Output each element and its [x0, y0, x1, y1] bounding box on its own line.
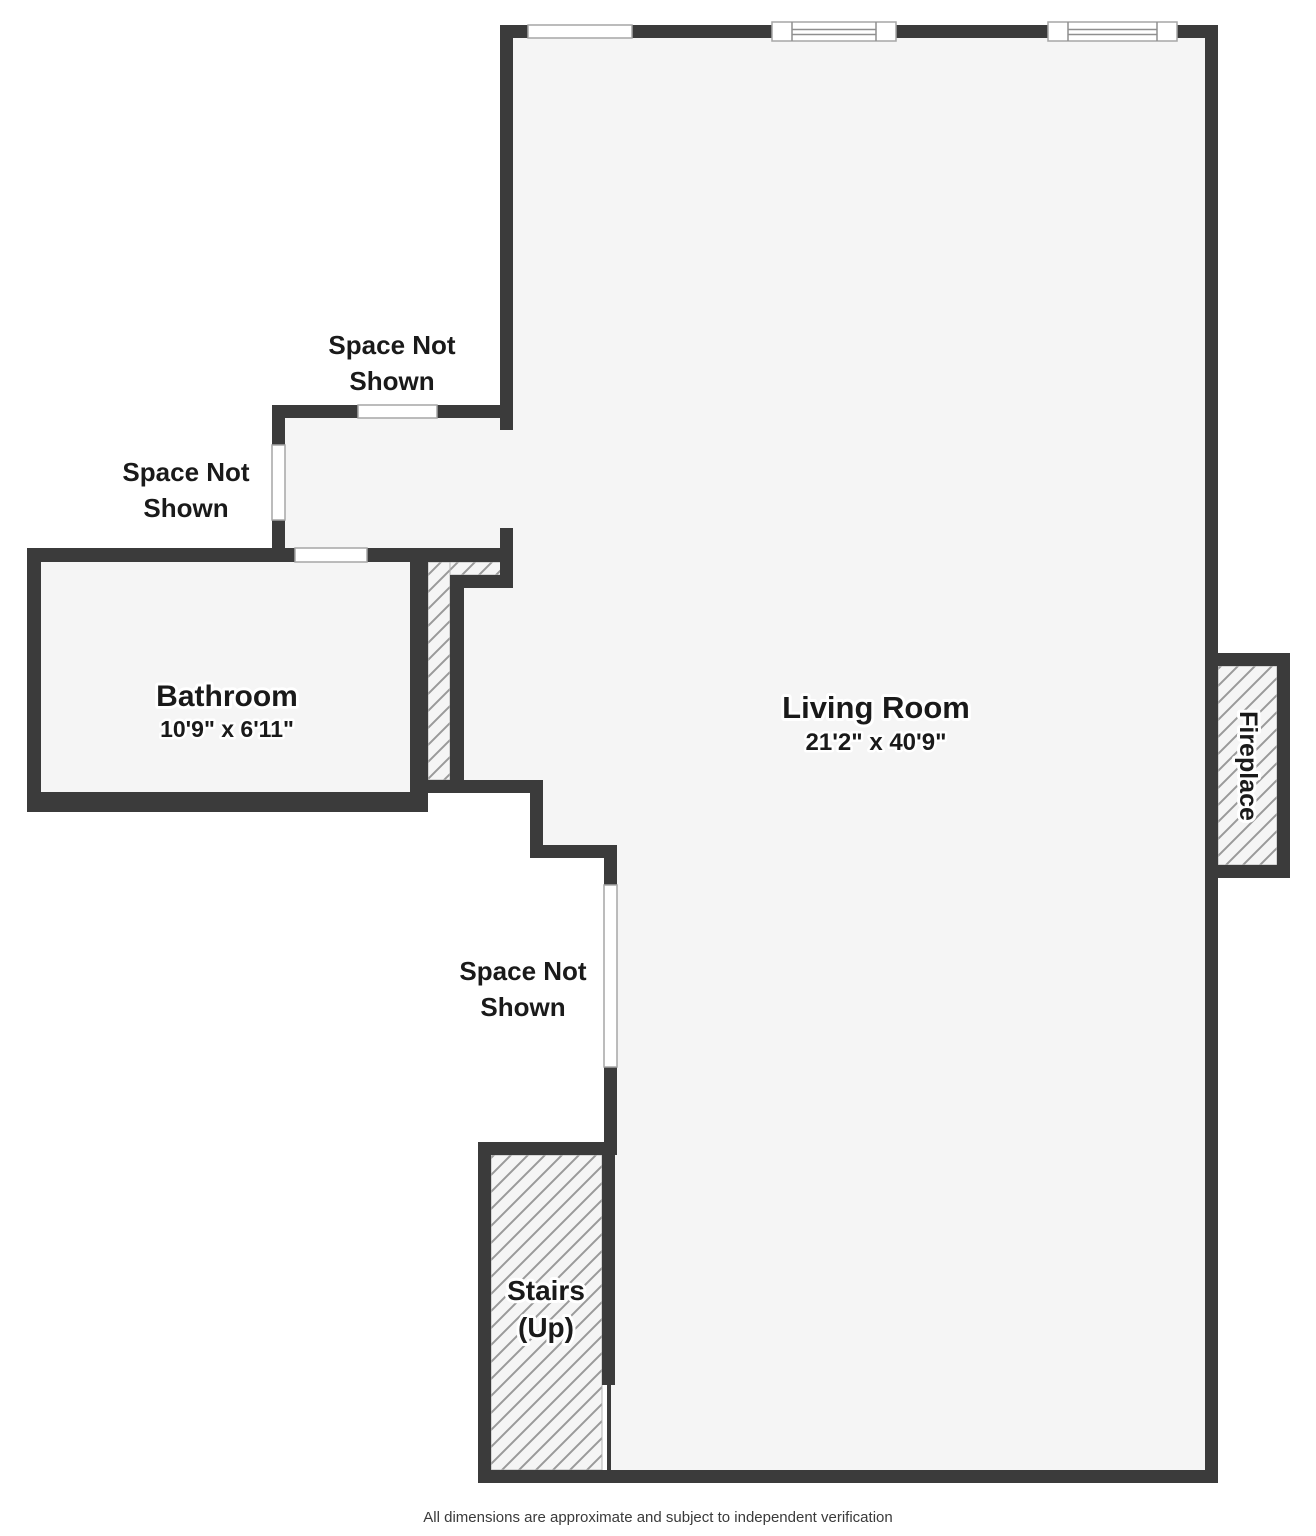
unmeasured-sliver-vertical — [427, 561, 451, 781]
wall-living-bottom — [478, 1470, 1218, 1483]
space-not-shown-label-3-line2: Shown — [480, 992, 565, 1022]
labels: Space Not Shown Space Not Shown Bathroom… — [119, 327, 1265, 1526]
floors — [33, 30, 1212, 1476]
bathroom-dimensions-label: 10'9" x 6'11" — [160, 716, 294, 742]
wall-step-horizontal-1 — [428, 780, 543, 793]
window-vestibule-left — [271, 444, 286, 521]
window-living-lower-left — [603, 884, 618, 1068]
wall-bathroom-top — [27, 548, 505, 562]
wall-fireplace-right — [1277, 653, 1290, 878]
window-frame — [771, 21, 897, 42]
bathroom-floor — [33, 554, 423, 799]
wall-living-right — [1205, 25, 1218, 1483]
wall-living-left-upper — [500, 25, 513, 430]
door-opening-top — [527, 24, 633, 39]
window-top-left — [771, 21, 897, 42]
living-room-dimensions-label: 21'2" x 40'9" — [806, 729, 947, 756]
wall-living-left-mid — [500, 528, 513, 586]
footer-disclaimer: All dimensions are approximate and subje… — [423, 1509, 892, 1526]
living-room-name-label: Living Room — [782, 690, 970, 725]
wall-bathroom-left — [27, 548, 41, 812]
wall-lower-left-upper — [604, 845, 617, 885]
wall-step-horizontal-2 — [530, 845, 617, 858]
window-top-right — [1047, 21, 1178, 42]
wall-stairs-left — [478, 1142, 491, 1483]
window-bathroom-top — [294, 547, 368, 563]
fireplace-label: Fireplace — [1234, 711, 1262, 821]
space-not-shown-label-1-line1: Space Not — [328, 330, 455, 360]
stairs-label-line1: Stairs — [507, 1275, 585, 1306]
openings — [271, 21, 1178, 1068]
stairs-right-thin-line — [607, 1385, 611, 1470]
space-not-shown-label-2-line2: Shown — [143, 493, 228, 523]
wall-bathroom-bottom — [27, 792, 428, 812]
fireplace-area — [1217, 665, 1278, 866]
unmeasured-sliver-horizontal — [449, 561, 506, 576]
wall-inner-l-vertical — [450, 575, 464, 788]
wall-fireplace-top — [1205, 653, 1290, 666]
bathroom-name-label: Bathroom — [156, 680, 298, 713]
window-frame — [1047, 21, 1178, 42]
space-not-shown-label-3-line1: Space Not — [459, 956, 586, 986]
wall-stairs-top — [478, 1142, 615, 1155]
space-not-shown-label-2-line1: Space Not — [122, 457, 249, 487]
wall-fireplace-bottom — [1205, 865, 1290, 878]
window-vestibule-top — [357, 404, 438, 419]
wall-inner-l-horizontal — [450, 575, 513, 588]
wall-stairs-right — [602, 1142, 615, 1385]
hatched-areas — [427, 561, 1278, 1471]
wall-step-vertical — [530, 780, 543, 858]
window-glazing-lines — [791, 22, 877, 41]
window-glazing-lines — [1067, 22, 1158, 41]
stairs-label-line2: (Up) — [518, 1312, 574, 1343]
wall-lower-left-lower — [604, 1067, 617, 1155]
space-not-shown-label-1-line2: Shown — [349, 366, 434, 396]
wall-bathroom-right — [410, 548, 428, 792]
living-room-floor — [458, 30, 1212, 1476]
vestibule-floor — [278, 410, 513, 555]
